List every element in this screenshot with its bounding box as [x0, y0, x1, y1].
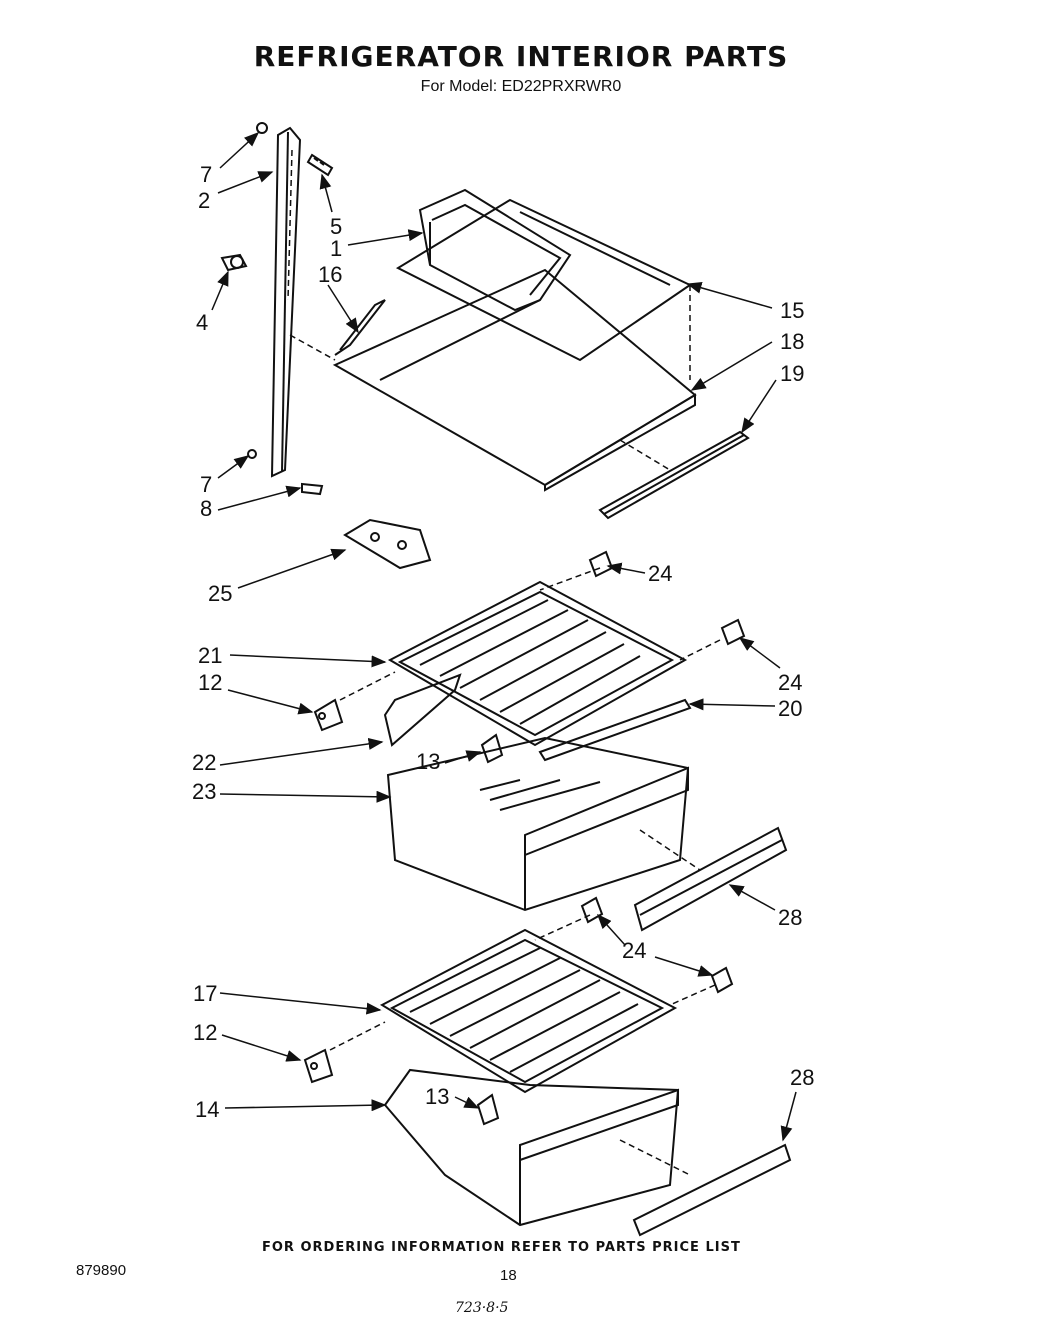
screw-top	[256, 122, 268, 134]
callout-16: 16	[318, 262, 342, 287]
callout-7a: 7	[200, 162, 212, 187]
bolt-5	[306, 153, 334, 177]
callout-13a: 13	[416, 749, 440, 774]
shelf-frame	[332, 268, 697, 492]
callout-24b: 24	[778, 670, 802, 695]
callout-22: 22	[192, 750, 216, 775]
callout-4: 4	[196, 310, 208, 335]
clip-4	[220, 253, 248, 272]
crisper-drawer-lower	[383, 1068, 680, 1227]
callout-14: 14	[195, 1097, 219, 1122]
handwritten-code: 723·8·5	[455, 1300, 509, 1316]
callout-7b: 7	[200, 472, 212, 497]
callout-24a: 24	[648, 561, 672, 586]
light-shield	[343, 518, 432, 570]
callout-12a: 12	[198, 670, 222, 695]
callout-12b: 12	[193, 1020, 217, 1045]
callout-24c: 24	[622, 938, 646, 963]
callout-28a: 28	[778, 905, 802, 930]
bolt-8	[301, 482, 324, 496]
crisper-cover-upper	[387, 580, 688, 747]
callout-17: 17	[193, 981, 217, 1006]
model-subtitle: For Model: ED22PRXRWR0	[420, 78, 622, 95]
ordering-note: FOR ORDERING INFORMATION REFER TO PARTS …	[262, 1240, 741, 1255]
bracket-13-lower	[476, 1093, 500, 1126]
alignment-lines-upper	[289, 334, 671, 471]
alignment-lines-lower	[329, 567, 721, 1176]
drawer-trim-upper	[633, 826, 788, 932]
front-trim-19	[598, 430, 750, 520]
document-code: 879890	[76, 1262, 127, 1279]
callout-15: 15	[780, 298, 804, 323]
bracket-12-lower	[303, 1048, 334, 1084]
vertical-shelf-rail	[270, 126, 302, 478]
page-title: REFRIGERATOR INTERIOR PARTS	[253, 40, 789, 73]
callout-20: 20	[778, 696, 802, 721]
callout-18: 18	[780, 329, 804, 354]
callout-28b: 28	[790, 1065, 814, 1090]
callout-5: 5	[330, 214, 342, 239]
drawer-trim-lower	[632, 1143, 792, 1237]
leader-arrows	[211, 131, 797, 1142]
callout-19: 19	[780, 361, 804, 386]
top-glass-shelf	[395, 198, 693, 380]
callout-1: 1	[330, 236, 342, 261]
callout-labels: 7 2 5 1 16 4 15 18 19 7 8 25 24 21 12 24…	[192, 162, 814, 1122]
callout-13b: 13	[425, 1084, 449, 1109]
bracket-12-upper	[313, 698, 344, 732]
callout-25: 25	[208, 581, 232, 606]
screw-bottom	[247, 449, 257, 459]
callout-23: 23	[192, 779, 216, 804]
support-rail-22	[383, 673, 462, 747]
bracket-13-upper	[480, 733, 504, 764]
callout-8: 8	[200, 496, 212, 521]
crisper-drawer-upper	[386, 736, 690, 912]
callout-2: 2	[198, 188, 210, 213]
callout-21: 21	[198, 643, 222, 668]
crisper-cover-lower	[379, 928, 678, 1094]
page-number: 18	[500, 1267, 517, 1284]
